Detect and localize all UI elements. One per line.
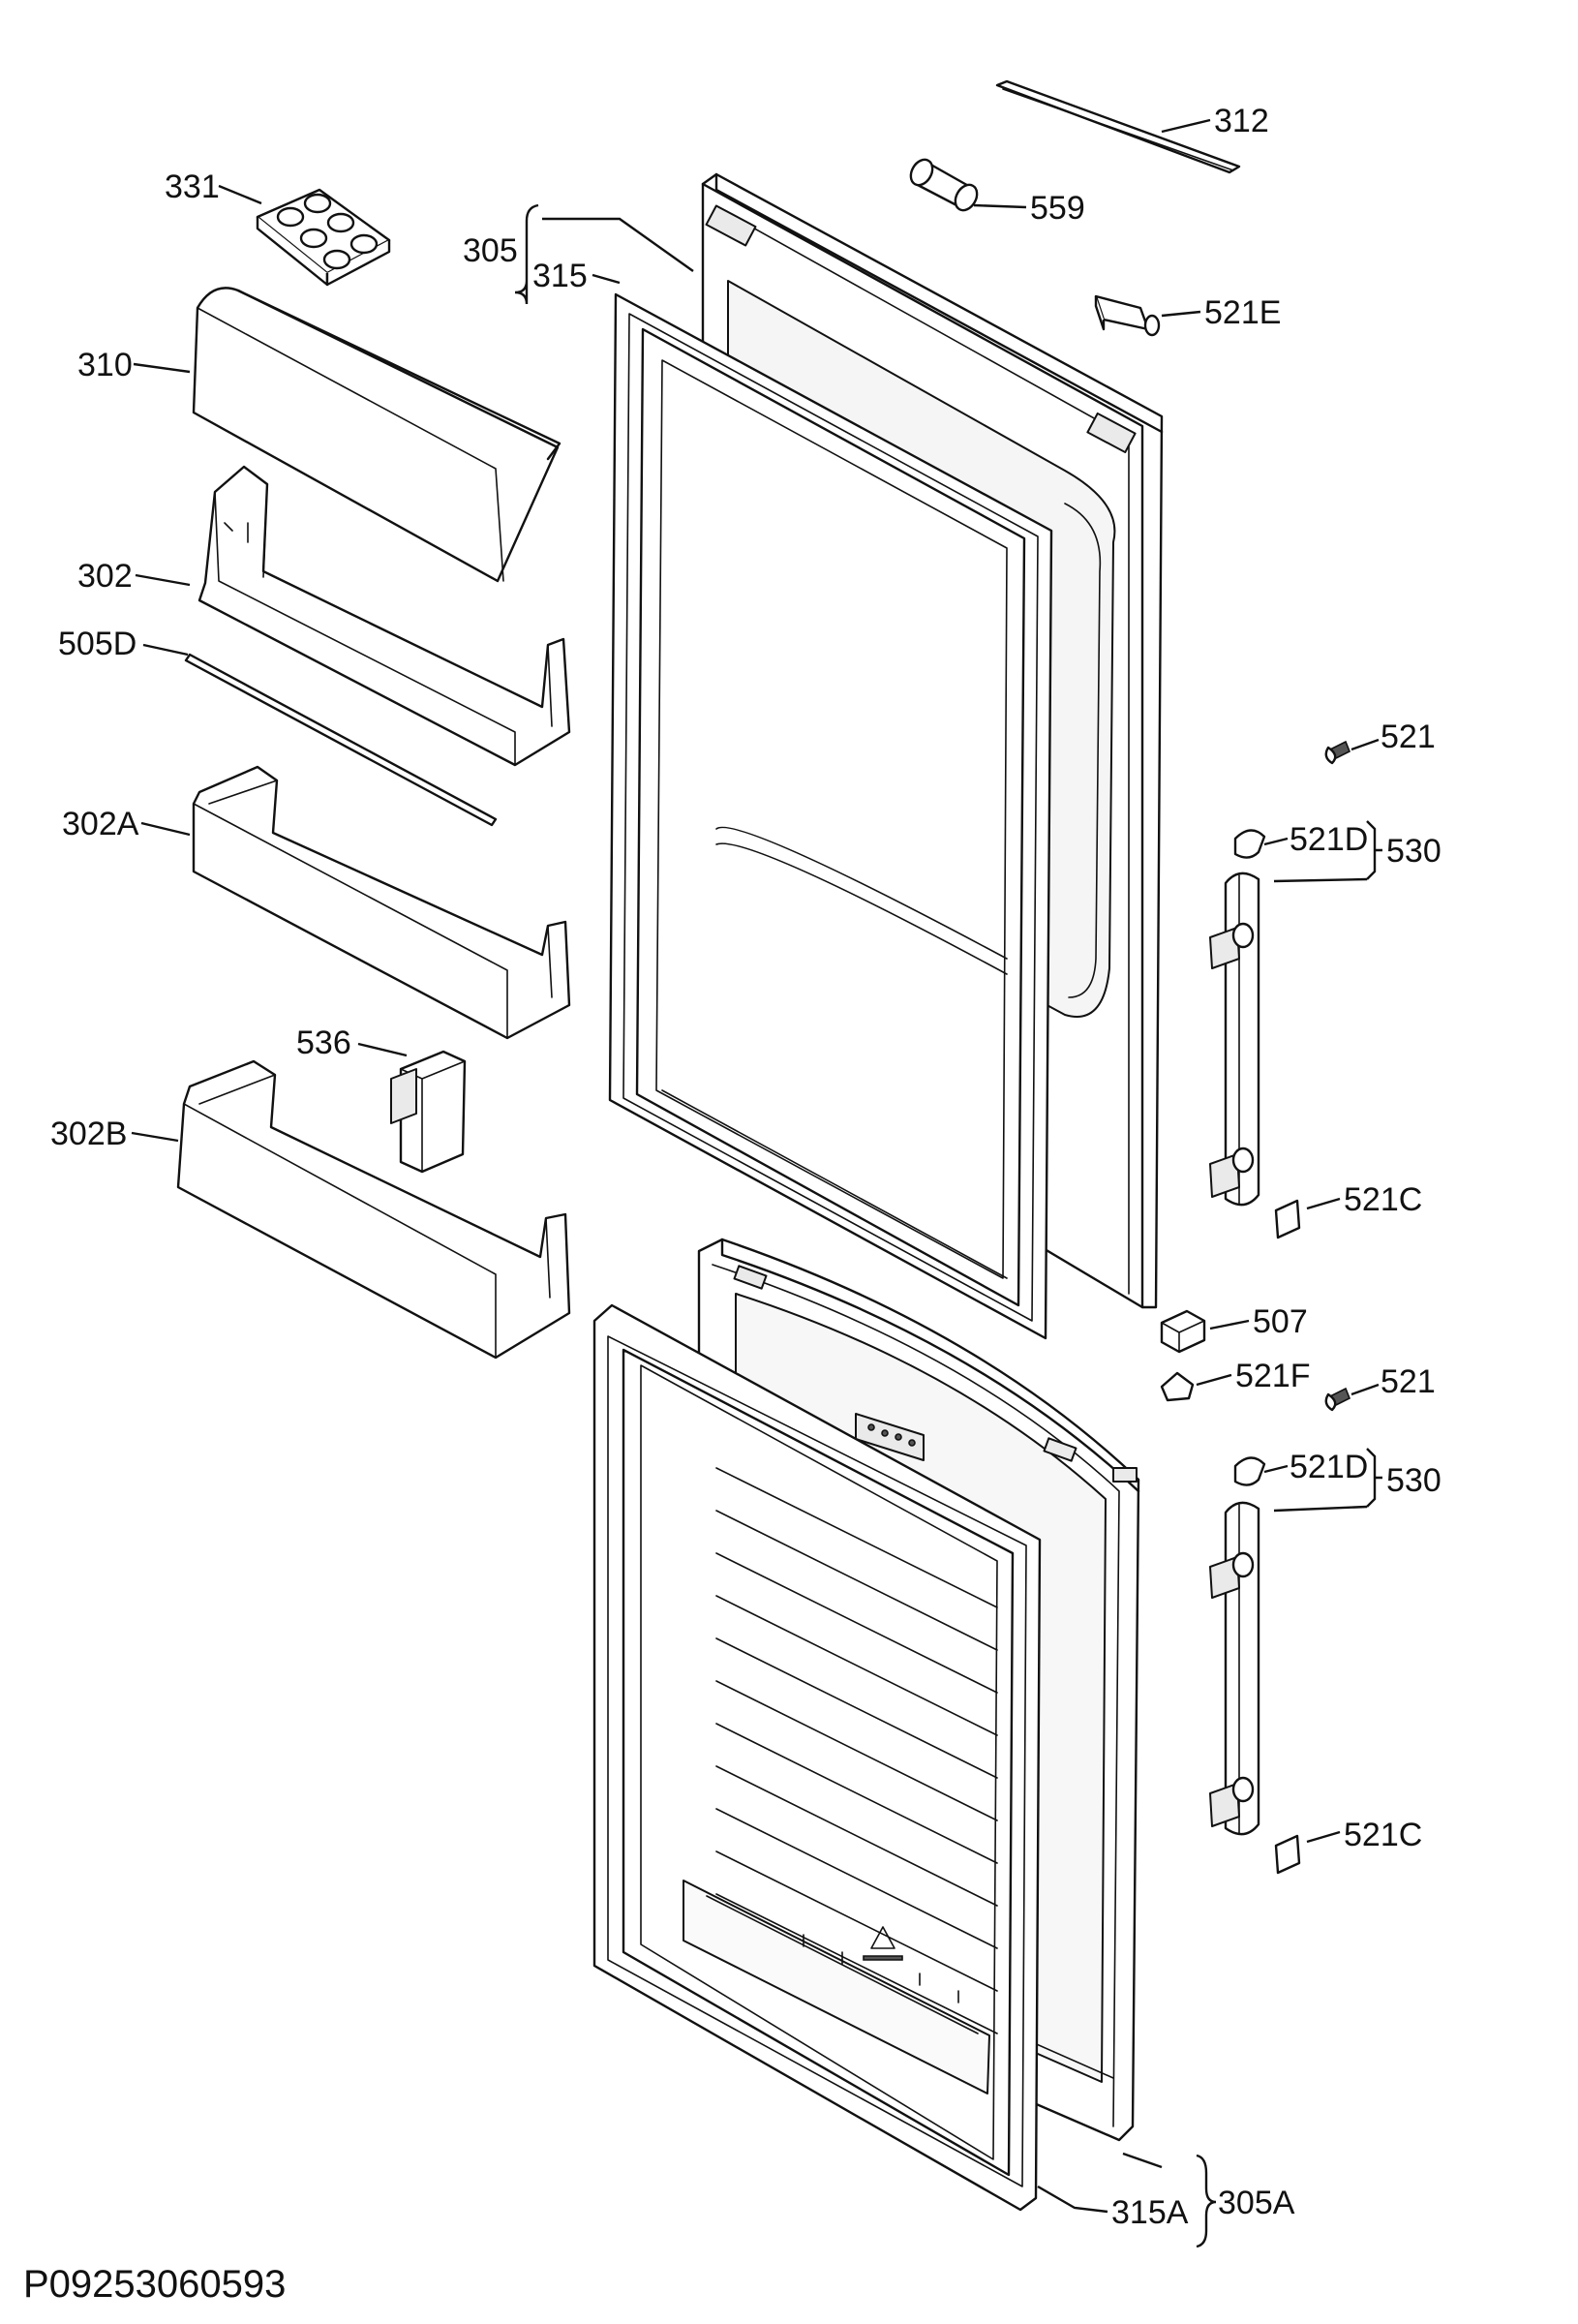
leader-559 xyxy=(973,203,1027,209)
leader-521F xyxy=(1196,1373,1232,1387)
leader-302B xyxy=(131,1131,179,1143)
label-521-upper: 521 xyxy=(1381,719,1436,755)
part-521C-plate-upper xyxy=(1274,1199,1301,1239)
leader-521D-upper xyxy=(1263,837,1289,846)
leader-310 xyxy=(133,362,191,374)
leader-521C-lower xyxy=(1306,1830,1341,1844)
part-559-cylinder xyxy=(909,158,979,212)
leader-302 xyxy=(135,573,191,587)
part-530-handle-lower xyxy=(1209,1501,1260,1836)
part-505D-rod xyxy=(184,653,498,827)
label-315A: 315A xyxy=(1111,2194,1189,2231)
label-305A: 305A xyxy=(1218,2185,1295,2221)
label-315: 315 xyxy=(532,258,588,294)
label-536: 536 xyxy=(296,1024,351,1061)
part-331-egg-tray xyxy=(256,188,391,287)
part-302B-door-balcony xyxy=(176,1059,571,1360)
lower-door-shelf-lines xyxy=(715,1467,998,2034)
label-302A: 302A xyxy=(62,806,139,842)
label-302B: 302B xyxy=(50,1116,127,1152)
leader-530-upper xyxy=(1273,877,1368,883)
label-331: 331 xyxy=(165,168,220,205)
label-521C-upper: 521C xyxy=(1344,1181,1422,1218)
leader-530-lower xyxy=(1273,1505,1368,1513)
part-536-clip xyxy=(390,1050,467,1174)
label-530-upper: 530 xyxy=(1386,833,1441,870)
label-310: 310 xyxy=(77,347,133,383)
leader-312 xyxy=(1161,118,1211,134)
label-521C-lower: 521C xyxy=(1344,1817,1422,1853)
label-521D-upper: 521D xyxy=(1290,821,1368,858)
leader-505D xyxy=(142,643,189,657)
leader-302A xyxy=(140,821,191,837)
leader-521D-lower xyxy=(1263,1464,1289,1474)
bracket-530-upper xyxy=(1366,820,1382,880)
part-521F-clip xyxy=(1160,1371,1195,1402)
leader-521E xyxy=(1161,310,1201,318)
leader-536 xyxy=(357,1042,408,1057)
leader-521-lower xyxy=(1350,1383,1380,1396)
label-302: 302 xyxy=(77,558,133,595)
part-521E-hinge-cap xyxy=(1094,294,1161,337)
leader-521C-upper xyxy=(1306,1197,1341,1210)
drawing-number: P09253060593 xyxy=(23,2263,286,2306)
bracket-305-315 xyxy=(514,203,539,305)
label-521F: 521F xyxy=(1235,1358,1311,1394)
part-315A-lower-gasket xyxy=(592,1303,1042,2212)
part-507-block xyxy=(1160,1309,1206,1354)
part-310-shelf-cover xyxy=(192,287,561,583)
part-315-upper-gasket xyxy=(608,292,1053,1340)
leader-315 xyxy=(592,273,621,285)
label-521E: 521E xyxy=(1204,294,1281,331)
part-302A-door-balcony xyxy=(192,765,571,1040)
label-521D-lower: 521D xyxy=(1290,1449,1368,1485)
label-530-lower: 530 xyxy=(1386,1462,1441,1499)
bracket-530-lower xyxy=(1366,1448,1382,1508)
label-312: 312 xyxy=(1214,103,1269,139)
label-507: 507 xyxy=(1253,1303,1308,1340)
leader-507 xyxy=(1209,1319,1250,1330)
part-521-screw-upper xyxy=(1324,740,1351,765)
label-559: 559 xyxy=(1030,190,1085,227)
leader-521-upper xyxy=(1350,738,1380,751)
leader-305 xyxy=(542,217,694,272)
part-530-handle-upper xyxy=(1209,872,1260,1207)
leader-315A xyxy=(1037,2185,1108,2214)
part-312-trim-strip xyxy=(995,79,1241,174)
label-521-lower: 521 xyxy=(1381,1363,1436,1400)
label-505D: 505D xyxy=(58,626,137,662)
part-521-screw-lower xyxy=(1324,1387,1351,1412)
part-521D-cap-upper xyxy=(1233,829,1266,859)
bracket-305A-315A xyxy=(1196,2154,1217,2248)
part-302-door-balcony xyxy=(197,465,571,767)
part-521D-cap-lower xyxy=(1233,1456,1266,1486)
leader-331 xyxy=(218,184,262,205)
part-521C-plate-lower xyxy=(1274,1834,1301,1875)
label-305: 305 xyxy=(463,232,518,269)
leader-305A xyxy=(1122,2152,1163,2169)
